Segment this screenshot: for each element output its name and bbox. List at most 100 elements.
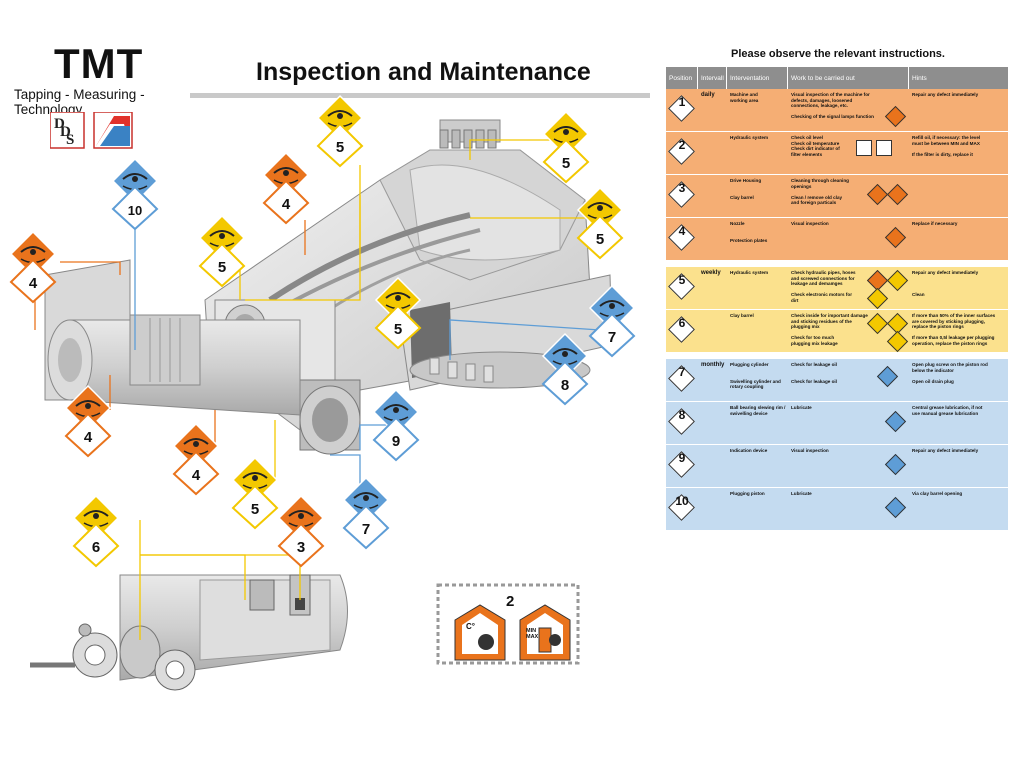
intervention-line: Clay barrel — [730, 194, 754, 200]
clay-barrel — [44, 259, 301, 416]
dds-logo-icon: D D S — [50, 112, 85, 149]
instructions-note: Please observe the relevant instructions… — [731, 48, 945, 60]
callout-number: 5 — [394, 321, 402, 338]
position-number: 5 — [678, 273, 686, 287]
callout-number: 4 — [84, 429, 93, 446]
work-line: Check oil level — [791, 135, 823, 140]
row-interval — [698, 402, 727, 444]
detail-box-number: 2 — [506, 593, 515, 610]
work-line: leakage and demamges — [791, 281, 843, 287]
detail-box-2 — [436, 583, 580, 665]
row-position: 6 — [666, 310, 698, 352]
hazard-diamond-icon — [884, 453, 907, 476]
position-number: 8 — [678, 408, 686, 422]
interval-label: weekly — [701, 270, 721, 276]
callout-5: 5 — [576, 186, 624, 260]
row-hints: Replace if necessary — [909, 218, 1008, 260]
company-logos: D D S — [50, 112, 133, 149]
hints-line: Central grease lubrication, if not — [912, 405, 983, 410]
work-line: Check hydraulic pipes, hoses — [791, 270, 856, 275]
hazard-diamond-icon — [884, 226, 907, 249]
hints-line: Clean — [912, 292, 925, 298]
callout-number: 10 — [128, 203, 142, 218]
row-position: 9 — [666, 445, 698, 487]
row-interval — [698, 132, 727, 174]
row-position: 4 — [666, 218, 698, 260]
callout-number: 5 — [218, 259, 226, 276]
row-interval — [698, 218, 727, 260]
position-number: 10 — [675, 494, 689, 508]
work-line: Visual inspection — [791, 221, 829, 226]
machine-body — [204, 119, 613, 455]
section-gap — [666, 353, 1008, 359]
work-line: openings — [791, 183, 812, 189]
intervention-line: Plugging piston — [730, 491, 765, 496]
max-label: MAX — [526, 634, 539, 640]
hints-line: Repair any defect immediately — [912, 92, 979, 97]
callout-number: 3 — [297, 539, 305, 556]
barrel-cutaway — [30, 574, 348, 691]
row-interval: weekly — [698, 267, 727, 309]
intervention-line: Plugging cylinder — [730, 362, 769, 367]
work-line: Check for leakage oil — [791, 362, 837, 367]
callout-number: 4 — [192, 467, 201, 484]
row-position: 3 — [666, 175, 698, 217]
hints-line: Replace if necessary — [912, 221, 958, 226]
row-intervention: Plugging cylinder Swivelling cylinder an… — [727, 359, 788, 401]
row-hints — [909, 175, 1008, 217]
hints-line: Via clay barrel opening — [912, 491, 963, 496]
intervention-line: Hydraulic system — [730, 270, 769, 275]
row-work: Visual inspection — [788, 218, 909, 260]
intervention-line: rotary coupling — [730, 384, 764, 390]
work-line: Check electronic motors for — [791, 292, 853, 298]
callout-10: 10 — [111, 157, 159, 231]
svg-text:D: D — [60, 124, 71, 140]
callout-7: 7 — [588, 284, 636, 358]
position-number: 6 — [678, 316, 686, 330]
callout-5: 5 — [231, 456, 279, 530]
maintenance-table: Position Intervall Interventation Work t… — [666, 67, 1008, 531]
intervention-line: Clay barrel — [730, 313, 754, 318]
row-intervention: Drive Housing Clay barrel — [727, 175, 788, 217]
work-line: plugging mix leakage — [791, 340, 838, 346]
table-header: Position Intervall Interventation Work t… — [666, 67, 1008, 89]
callout-5: 5 — [374, 276, 422, 350]
row-intervention: Nozzle Protection plates — [727, 218, 788, 260]
min-max-labels: MIN MAX — [526, 628, 538, 640]
hints-line: below the indicator — [912, 367, 954, 373]
row-work: Lubricate — [788, 488, 909, 530]
svg-text:S: S — [66, 132, 74, 148]
callout-9: 9 — [372, 388, 420, 462]
hazard-diamond-icon — [884, 496, 907, 519]
row-hints: Repair any defect immediately Clean — [909, 267, 1008, 309]
page-title: Inspection and Maintenance — [256, 58, 591, 86]
work-line: plugging mix — [791, 324, 820, 330]
row-position: 10 — [666, 488, 698, 530]
row-intervention: Hydraulic system — [727, 267, 788, 309]
position-number: 3 — [678, 181, 686, 195]
hints-line: replace the piston rings — [912, 324, 964, 330]
title-divider — [190, 93, 650, 98]
work-line: defects, damages, loosened — [791, 97, 853, 103]
row-position: 8 — [666, 402, 698, 444]
callout-number: 4 — [29, 275, 38, 292]
intervention-line: Machine and — [730, 92, 758, 97]
work-line: dirt — [791, 297, 799, 303]
hints-line: Refill oil, if necessary: the level — [912, 135, 981, 140]
callout-7: 7 — [342, 476, 390, 550]
header-interval: Intervall — [698, 67, 727, 89]
callout-number: 7 — [608, 329, 616, 346]
position-number: 9 — [678, 451, 686, 465]
work-line: Visual inspection — [791, 448, 829, 453]
callout-4: 4 — [64, 384, 112, 458]
work-line: Clean / remove old clay — [791, 194, 843, 200]
header-work: Work to be carried out — [788, 67, 909, 89]
